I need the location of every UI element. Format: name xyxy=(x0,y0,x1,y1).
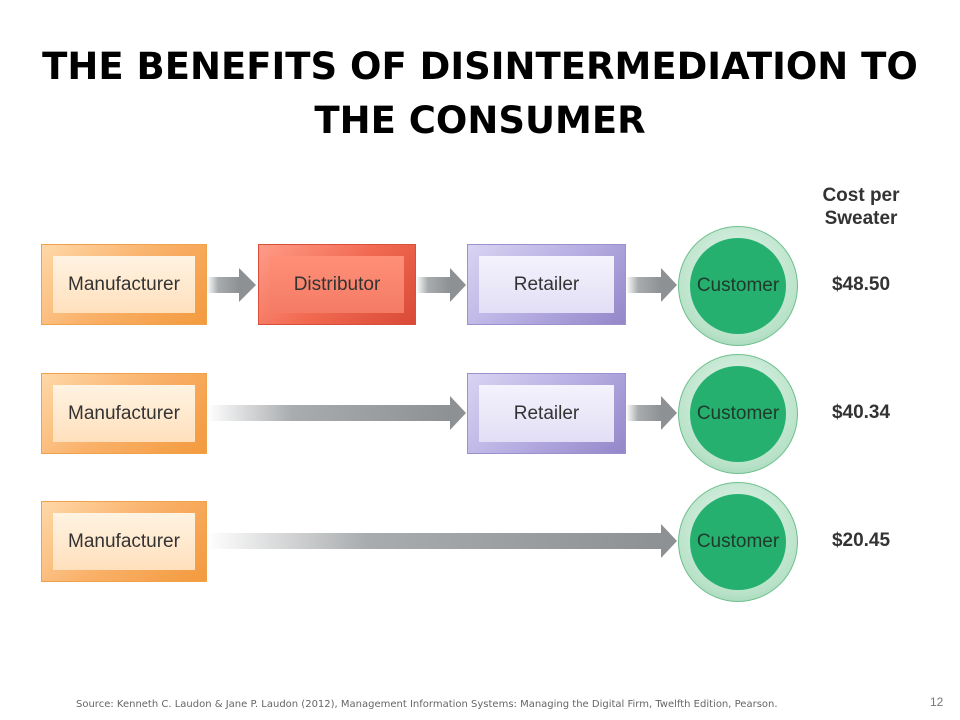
row-2-manufacturer-box: Manufacturer xyxy=(41,373,207,454)
row-1-retailer-box: Retailer xyxy=(467,244,626,325)
row-2-price: $40.34 xyxy=(831,402,891,423)
arrow-retailer-to-customer xyxy=(626,268,677,302)
row-3-customer-label: Customer xyxy=(696,531,780,552)
slide-title-line-2: THE CONSUMER xyxy=(314,99,646,142)
slide-title-line-1: THE BENEFITS OF DISINTERMEDIATION TO xyxy=(42,45,918,88)
row-3-price: $20.45 xyxy=(831,530,891,551)
row-3-manufacturer-box: Manufacturer xyxy=(41,501,207,582)
row-2-retailer-label: Retailer xyxy=(513,402,580,424)
arrow-manufacturer-to-retailer xyxy=(207,396,466,430)
row-2-manufacturer-label: Manufacturer xyxy=(68,402,180,424)
source-citation: Source: Kenneth C. Laudon & Jane P. Laud… xyxy=(76,699,778,710)
row-1-customer-circle: Customer xyxy=(678,226,798,346)
row-2-retailer-box: Retailer xyxy=(467,373,626,454)
row-1-manufacturer-box: Manufacturer xyxy=(41,244,207,325)
row-2-customer-label: Customer xyxy=(696,403,780,424)
cost-per-sweater-header: Cost per Sweater xyxy=(822,185,900,229)
row-1-manufacturer-label: Manufacturer xyxy=(68,273,180,295)
arrow-manufacturer-to-distributor xyxy=(207,268,256,302)
arrow-manufacturer-to-customer xyxy=(207,524,677,558)
slide-title: THE BENEFITS OF DISINTERMEDIATION TO THE… xyxy=(0,40,960,148)
arrow-retailer-to-customer-row-2 xyxy=(626,396,677,430)
row-1-distributor-label: Distributor xyxy=(293,273,381,295)
row-1-price: $48.50 xyxy=(831,274,891,295)
row-3-customer-circle: Customer xyxy=(678,482,798,602)
row-3-manufacturer-label: Manufacturer xyxy=(68,530,180,552)
row-1-customer-label: Customer xyxy=(696,275,780,296)
row-1-distributor-box: Distributor xyxy=(258,244,416,325)
row-2-customer-circle: Customer xyxy=(678,354,798,474)
arrow-distributor-to-retailer xyxy=(416,268,466,302)
page-number: 12 xyxy=(930,695,944,709)
row-1-retailer-label: Retailer xyxy=(513,273,580,295)
